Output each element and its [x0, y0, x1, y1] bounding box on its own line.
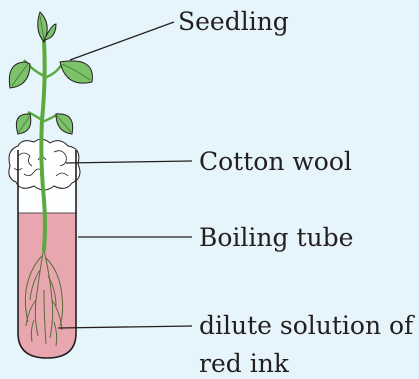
solution-label-line-2: red ink: [199, 349, 289, 379]
leaf: [16, 114, 30, 134]
seedling-label: Seedling: [178, 7, 289, 37]
cotton-wool-leader-line: [66, 161, 192, 163]
leaf: [60, 61, 92, 83]
solution-leader-line: [58, 326, 192, 328]
solution-label-line-1: dilute solution of: [199, 311, 413, 341]
cotton-wool-label: Cotton wool: [199, 147, 352, 177]
seedling-leader-line: [70, 22, 174, 60]
boiling-tube-label: Boiling tube: [199, 223, 353, 253]
